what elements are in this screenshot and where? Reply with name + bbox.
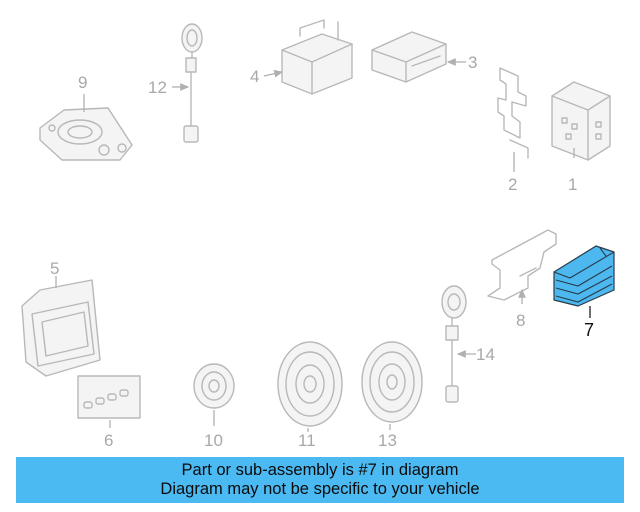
callout-10: 10 (204, 431, 223, 450)
callout-14: 14 (476, 345, 495, 364)
part-13-woofer (361, 341, 423, 430)
callout-2: 2 (508, 175, 517, 194)
part-9-speaker-bracket (39, 94, 133, 161)
callout-9: 9 (78, 73, 87, 92)
part-11-woofer (277, 341, 343, 432)
banner-line-1: Part or sub-assembly is #7 in diagram (181, 461, 459, 479)
part-4-bracket-box (263, 19, 353, 95)
callout-1: 1 (568, 175, 577, 194)
info-banner: Part or sub-assembly is #7 in diagram Di… (16, 457, 624, 503)
callout-6: 6 (104, 431, 113, 450)
callout-5: 5 (50, 259, 59, 278)
callout-3: 3 (468, 53, 477, 72)
part-8-bracket (487, 229, 557, 304)
callout-13: 13 (378, 431, 397, 450)
part-6-button-panel (77, 375, 141, 428)
banner-line-2: Diagram may not be specific to your vehi… (160, 480, 480, 498)
callout-7: 7 (584, 320, 594, 340)
part-2-bracket (497, 67, 529, 172)
part-7-highlighted-module (553, 245, 615, 318)
part-10-speaker (193, 363, 235, 426)
part-14-tweeter (441, 285, 476, 403)
part-3-module (371, 31, 466, 83)
callout-8: 8 (516, 311, 525, 330)
parts-diagram: 9 12 4 3 2 (21, 19, 615, 450)
part-5-head-unit (21, 276, 101, 377)
part-12-tweeter (172, 23, 203, 143)
callout-4: 4 (250, 67, 259, 86)
callout-12: 12 (148, 78, 167, 97)
part-1-amplifier (551, 81, 611, 161)
callout-11: 11 (298, 431, 316, 450)
